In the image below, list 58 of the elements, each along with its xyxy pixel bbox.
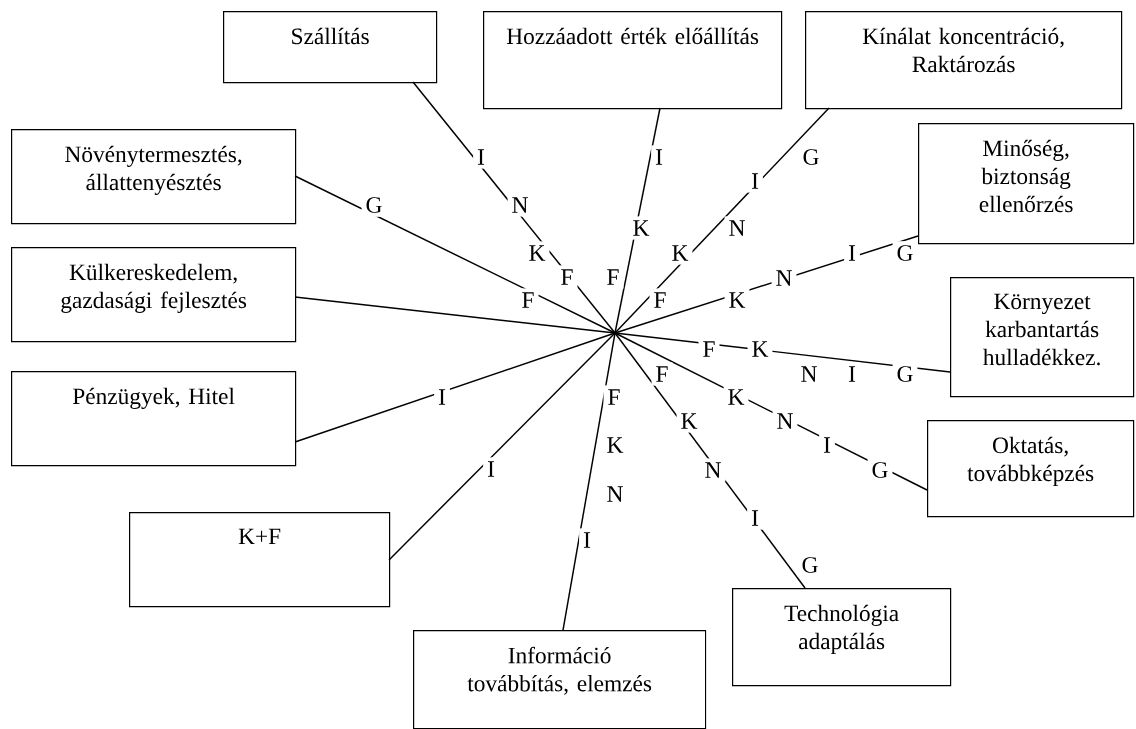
text-box: K+F bbox=[129, 512, 391, 608]
text-box: Pénzügyek, Hitel bbox=[11, 371, 297, 467]
letter-label: N bbox=[602, 482, 628, 506]
letter-label: N bbox=[507, 193, 533, 217]
letter-label: F bbox=[517, 288, 539, 312]
letter-label: F bbox=[603, 385, 625, 409]
letter-label: G bbox=[361, 193, 387, 217]
letter-label: I bbox=[844, 241, 860, 265]
letter-label: G bbox=[867, 458, 893, 482]
text-box: Hozzáadott érték előállítás bbox=[483, 11, 783, 110]
letter-label: N bbox=[772, 409, 798, 433]
letter-label: I bbox=[434, 385, 450, 409]
letter-label: G bbox=[892, 362, 918, 386]
text-box: Oktatás, továbbképzés bbox=[927, 420, 1135, 518]
text-box: Információ továbbítás, elemzés bbox=[413, 630, 707, 729]
letter-label: K bbox=[602, 433, 628, 457]
letter-label: I bbox=[579, 528, 595, 552]
text-box: Szállítás bbox=[223, 11, 438, 84]
text-box: Technológia adaptálás bbox=[732, 588, 952, 687]
letter-label: K bbox=[676, 409, 702, 433]
letter-label: I bbox=[483, 457, 499, 481]
letter-label: F bbox=[649, 288, 671, 312]
spoke-line bbox=[614, 107, 661, 334]
letter-label: F bbox=[556, 265, 578, 289]
letter-label: F bbox=[602, 265, 624, 289]
letter-label: F bbox=[698, 337, 720, 361]
letter-label: I bbox=[747, 169, 763, 193]
spoke-line bbox=[562, 332, 616, 631]
letter-label: K bbox=[524, 241, 550, 265]
letter-label: N bbox=[796, 362, 822, 386]
letter-label: K bbox=[667, 241, 693, 265]
letter-label: I bbox=[819, 433, 835, 457]
text-box: Növénytermesztés, állattenyésztés bbox=[11, 129, 297, 225]
text-box: Minőség, biztonság ellenőrzés bbox=[918, 123, 1135, 245]
spoke-line bbox=[294, 332, 616, 443]
letter-label: F bbox=[651, 362, 673, 386]
text-box: Környezet karbantartás hulladékkez. bbox=[950, 277, 1135, 398]
spoke-line bbox=[294, 175, 616, 334]
text-box: Kínálat koncentráció, Raktározás bbox=[805, 11, 1123, 110]
letter-label: I bbox=[651, 145, 667, 169]
spoke-line bbox=[614, 107, 830, 334]
letter-label: G bbox=[797, 553, 823, 577]
letter-label: I bbox=[844, 362, 860, 386]
spoke-line bbox=[388, 332, 616, 561]
letter-label: G bbox=[892, 241, 918, 265]
letter-label: K bbox=[723, 385, 749, 409]
letter-label: N bbox=[700, 458, 726, 482]
letter-label: N bbox=[771, 266, 797, 290]
letter-label: N bbox=[724, 216, 750, 240]
letter-label: K bbox=[628, 216, 654, 240]
spoke-line bbox=[412, 81, 616, 334]
letter-label: I bbox=[747, 506, 763, 530]
letter-label: I bbox=[473, 145, 489, 169]
letter-label: K bbox=[724, 288, 750, 312]
letter-label: G bbox=[798, 145, 824, 169]
text-box: Külkereskedelem, gazdasági fejlesztés bbox=[11, 247, 297, 343]
letter-label: K bbox=[747, 337, 773, 361]
spoke-line bbox=[294, 296, 616, 334]
